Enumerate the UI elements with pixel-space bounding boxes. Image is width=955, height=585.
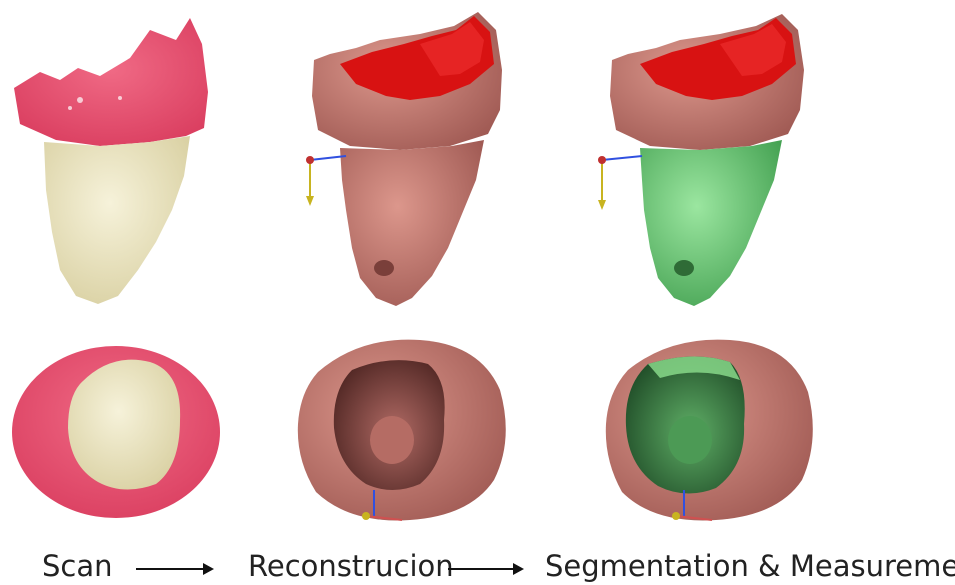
seg-root-green <box>640 140 782 306</box>
scan-side-view <box>14 18 208 304</box>
recon-root <box>340 140 484 306</box>
seg-side-view <box>598 14 804 306</box>
recon-side-axes <box>306 156 346 206</box>
scan-gum-collar <box>14 18 208 146</box>
stage-label-scan: Scan <box>42 548 113 584</box>
scan-tooth-root <box>44 136 190 304</box>
arrow-reconstruction-to-segmentation <box>448 568 522 570</box>
arrow-scan-to-reconstruction <box>136 568 212 570</box>
scan-top-view <box>12 346 220 518</box>
stage-label-reconstruction: Reconstrucion <box>248 548 454 584</box>
recon-side-view <box>306 12 502 306</box>
stage-label-segmentation: Segmentation & Measurement <box>545 548 955 584</box>
recon-top-view <box>298 340 506 521</box>
seg-side-axes <box>598 156 642 210</box>
seg-top-view <box>606 340 813 521</box>
